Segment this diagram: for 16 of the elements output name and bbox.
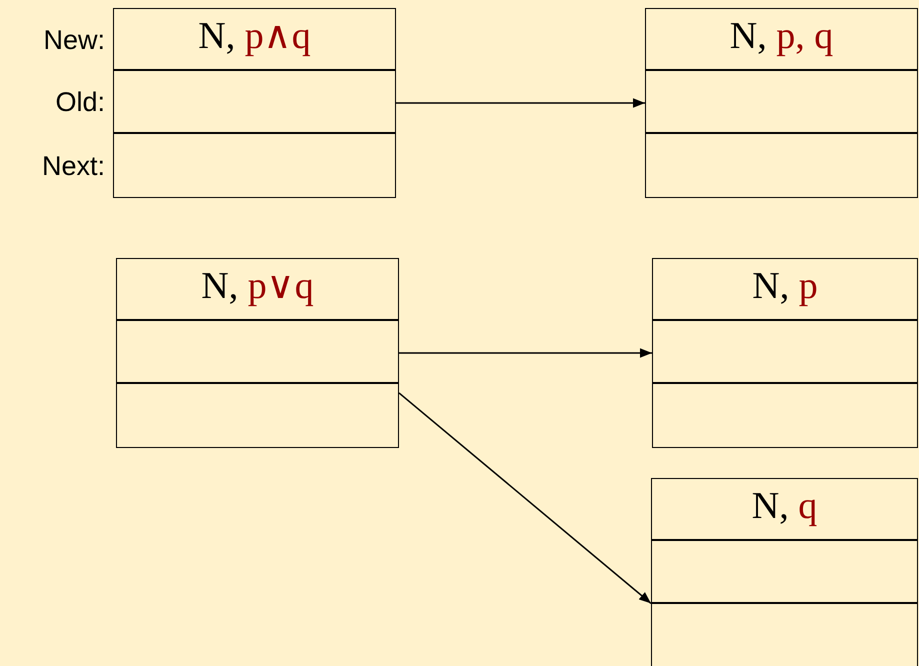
formula-text: N, p∨q [200,264,315,309]
arrow [398,392,652,604]
table-box [652,258,918,448]
arrow [396,98,645,108]
table-box [645,8,918,198]
formula-text: N, p∧q [197,14,312,59]
arrow [399,348,652,358]
formula-text: N, p [751,264,819,309]
formula-text: N, p, q [728,14,834,59]
table-box [113,8,396,198]
row-label: New: [42,24,105,56]
row-label: Next: [40,150,105,182]
table-box [651,478,918,666]
table-box [116,258,399,448]
formula-text: N, q [750,484,818,529]
row-label: Old: [54,86,105,118]
